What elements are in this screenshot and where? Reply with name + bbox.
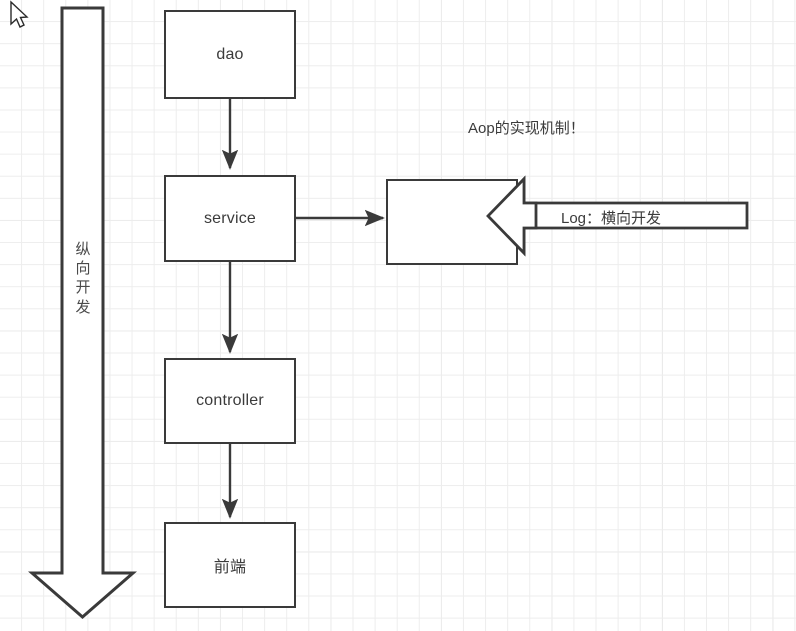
vertical-label-char-4: 发: [75, 298, 91, 316]
log-arrow-head: [486, 175, 538, 257]
node-frontend[interactable]: 前端: [164, 522, 296, 608]
node-dao-label: dao: [216, 45, 244, 63]
vertical-label-char-2: 向: [75, 260, 91, 278]
node-controller[interactable]: controller: [164, 358, 296, 444]
log-arrow-label: Log：横向开发: [561, 210, 662, 227]
mouse-pointer-icon: [10, 0, 29, 28]
aop-note-label: Aop的实现机制！: [468, 120, 585, 137]
node-controller-label: controller: [196, 392, 264, 409]
vertical-label-char-3: 开: [75, 279, 91, 297]
vertical-label-char-1: 纵: [75, 241, 91, 258]
node-service-label: service: [203, 209, 257, 227]
vertical-development-arrow: [27, 6, 138, 619]
node-frontend-label: 前端: [213, 559, 247, 576]
node-service[interactable]: service: [164, 175, 296, 262]
vertical-development-label: 纵 向 开 发: [72, 240, 94, 317]
node-dao[interactable]: dao: [164, 10, 296, 99]
